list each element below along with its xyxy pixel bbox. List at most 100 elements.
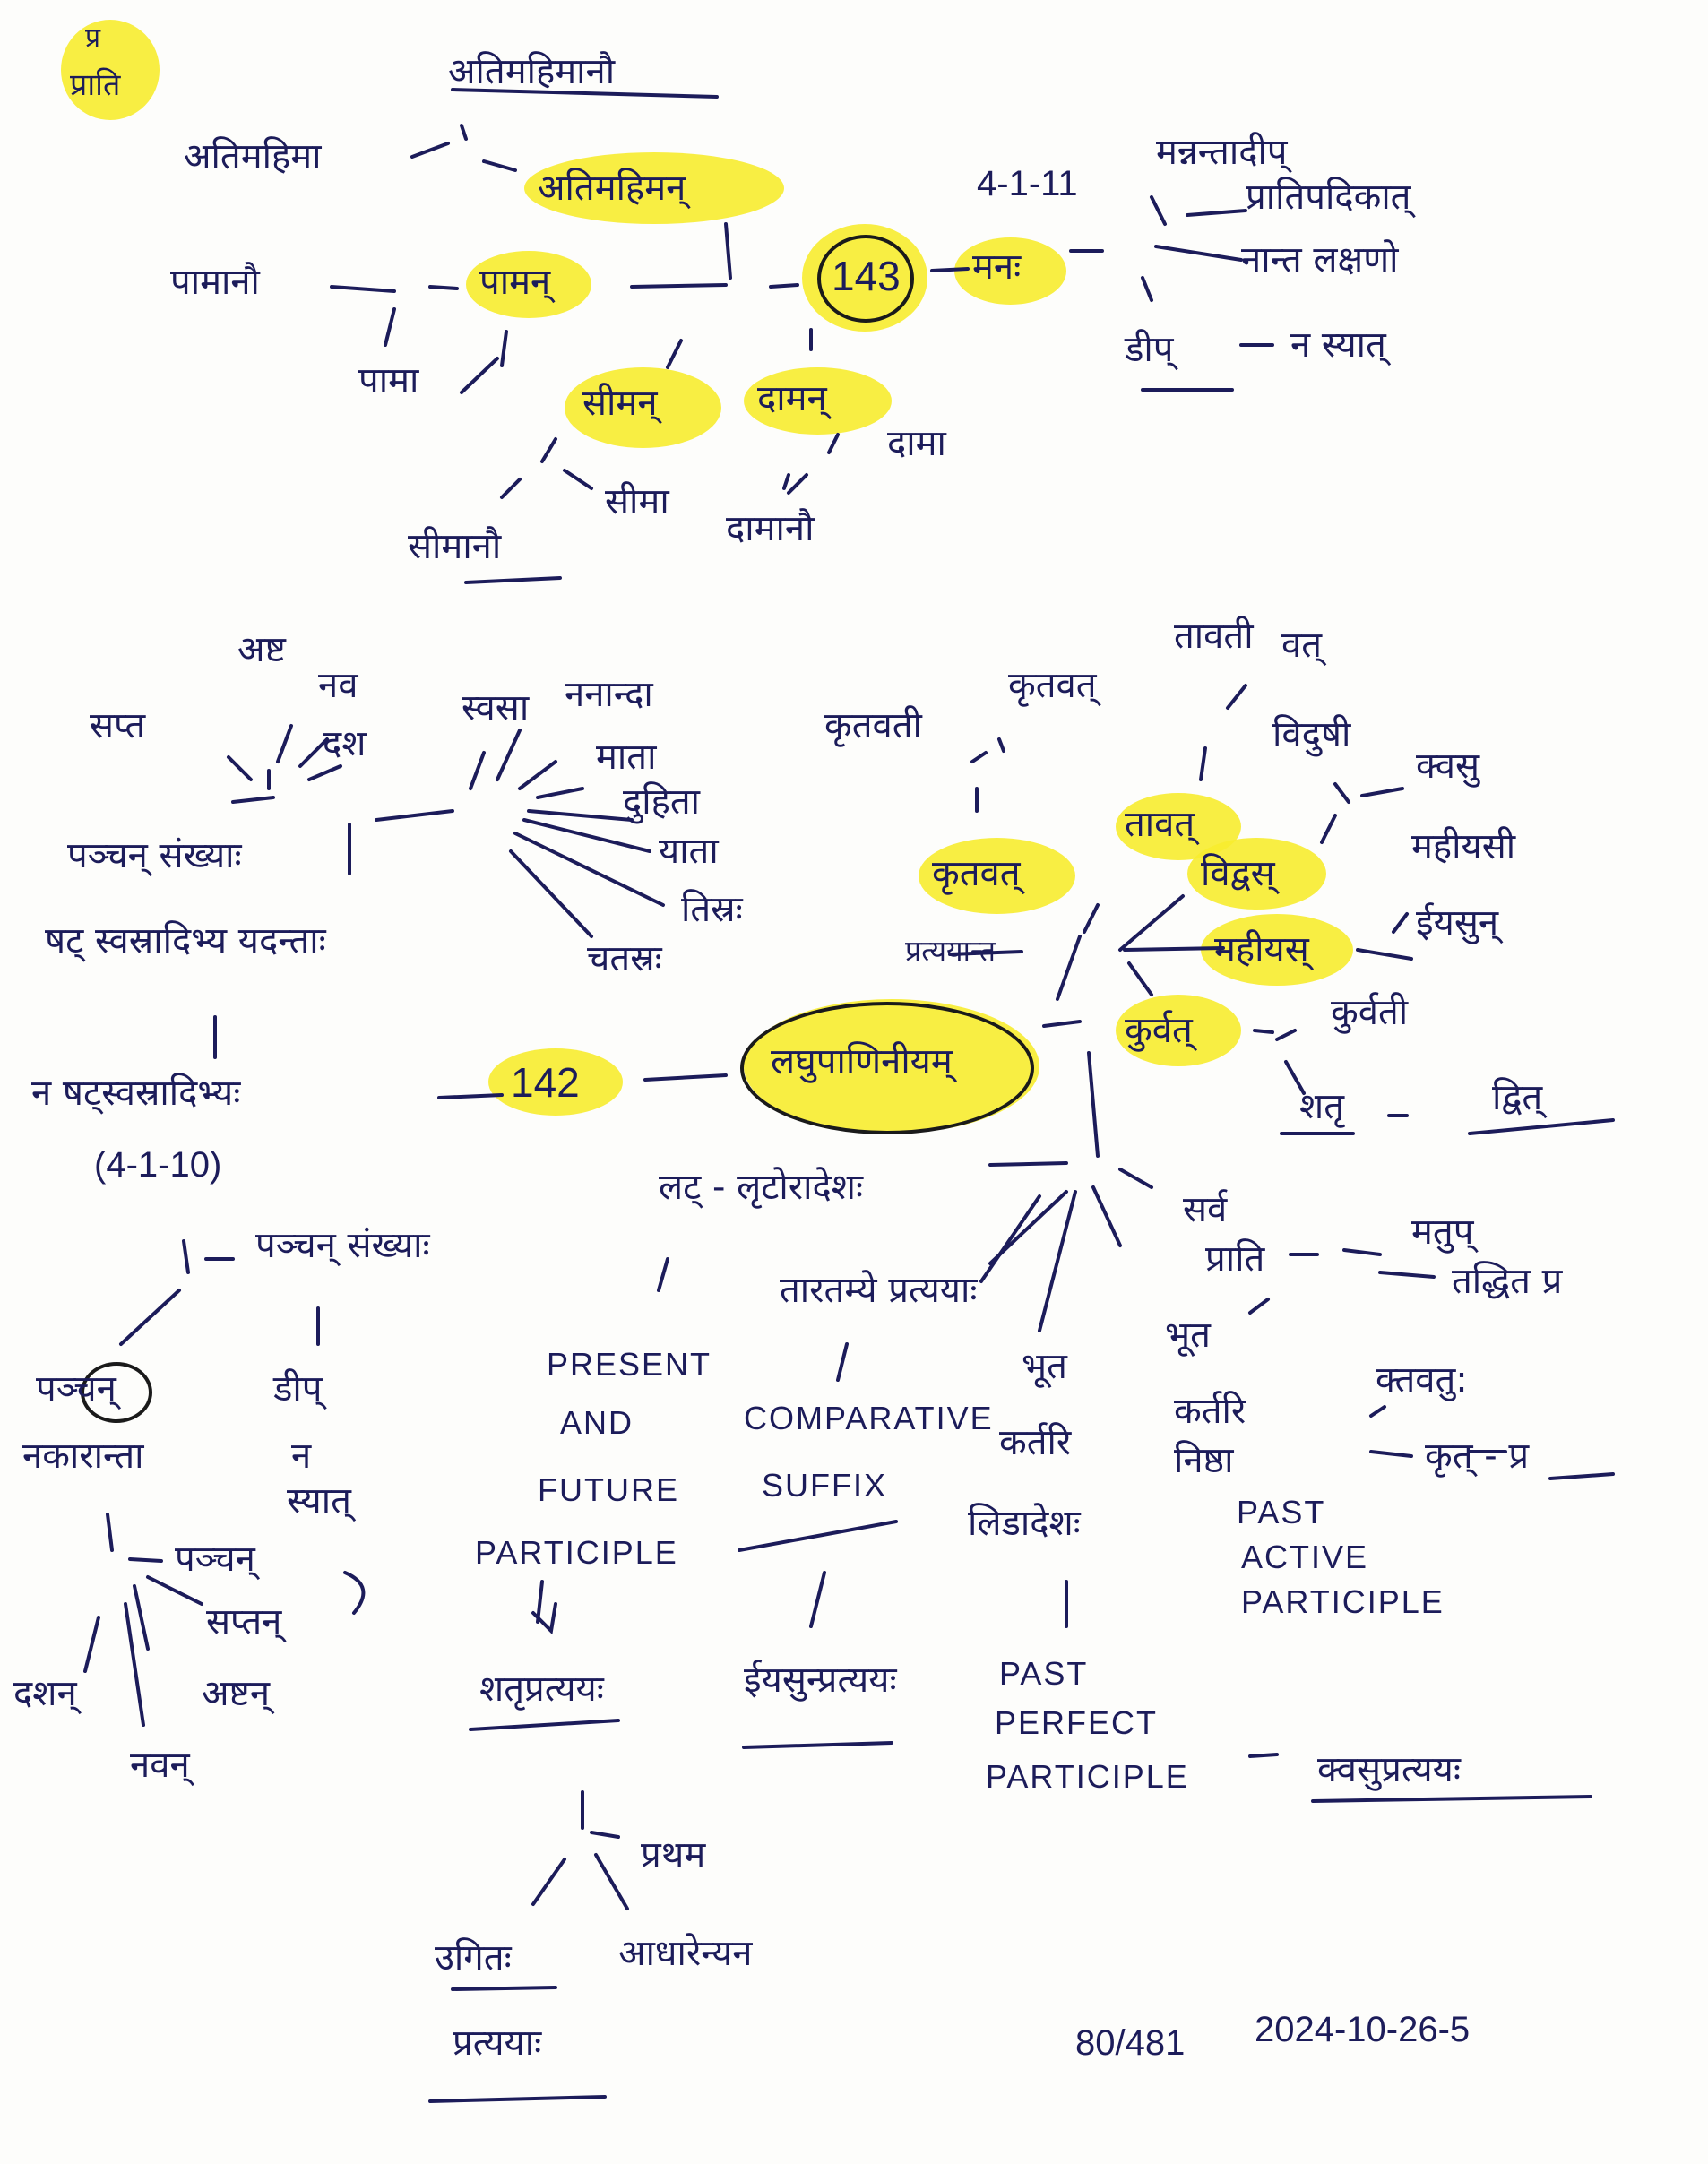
label-dama: दामा xyxy=(887,423,946,464)
label-krt-pra: कृत् - प्र xyxy=(1425,1435,1530,1477)
highlight-paman xyxy=(466,251,591,318)
label-143: 143 xyxy=(832,253,901,299)
label-nava: नव xyxy=(318,665,358,706)
label-participle-1: PARTICIPLE xyxy=(475,1534,678,1571)
label-bhuta-1: भूत xyxy=(1022,1346,1067,1387)
label-mahiyasi: महीयसी xyxy=(1411,826,1516,867)
label-krtavat-top: कृतवत् xyxy=(1008,665,1097,706)
label-na-syat-top: न स्यात् xyxy=(1290,324,1386,366)
label-pancha: पञ्चन् xyxy=(36,1368,116,1410)
label-duhita: दुहिता xyxy=(623,781,700,823)
label-participle-2: PARTICIPLE xyxy=(1241,1583,1445,1620)
highlight-mahiyas xyxy=(1201,914,1353,986)
label-pama: पामा xyxy=(358,360,419,401)
label-pancha-sankhyah: पञ्चन् संख्याः xyxy=(255,1225,430,1266)
circle-143 xyxy=(817,235,914,323)
label-page-count: 80/481 xyxy=(1075,2023,1186,2063)
label-kartari-1: कर्तरि xyxy=(999,1422,1072,1463)
label-ashtan: अष्टन् xyxy=(202,1673,271,1714)
label-tisrah: तिस्रः xyxy=(681,889,743,930)
label-yata: याता xyxy=(659,831,719,872)
label-dashan: दशन् xyxy=(13,1673,77,1714)
label-panchan: पञ्चन् xyxy=(175,1539,255,1580)
label-mata: माता xyxy=(596,737,657,778)
label-iyasun: ईयसुन् xyxy=(1416,902,1499,944)
label-vat: वत् xyxy=(1281,625,1323,666)
label-rule-4-1-11: 4-1-11 xyxy=(977,164,1078,203)
label-navan: नवन् xyxy=(130,1745,190,1786)
label-dasha: दश xyxy=(323,723,367,764)
label-sat-svasradibhya: षट् स्वस्रादिभ्य यदन्ताः xyxy=(45,920,326,961)
label-kurvat: कुर्वत् xyxy=(1125,1010,1193,1051)
label-rule-4-1-10: (4-1-10) xyxy=(94,1145,222,1185)
label-krtavati: कृतवती xyxy=(824,705,922,746)
circle-pancha xyxy=(81,1362,152,1423)
label-prathama: प्रथम xyxy=(641,1834,706,1875)
highlight-atimahiman xyxy=(524,152,784,224)
highlight-krtavat xyxy=(919,838,1075,914)
highlight-vidvas xyxy=(1187,838,1326,910)
label-nakaranta: नकारान्ता xyxy=(22,1435,144,1477)
label-atimahiman: अतिमहिमन् xyxy=(538,168,686,209)
label-sarva: सर्व xyxy=(1183,1189,1228,1230)
label-kvasu: क्वसु xyxy=(1416,746,1480,787)
label-mahiyas: महीयस् xyxy=(1214,929,1309,970)
label-laghupaniniyam: लघुपाणिनीयम् xyxy=(771,1041,953,1082)
label-142: 142 xyxy=(511,1059,580,1106)
label-tavati: तावती xyxy=(1174,616,1254,657)
label-vidvas: विद्वस् xyxy=(1201,853,1275,894)
label-nanta-lakshana: नान्त लक्षणो xyxy=(1241,239,1399,280)
label-manah: मनः xyxy=(972,246,1022,288)
label-past-1: PAST xyxy=(1237,1494,1326,1530)
highlight-kurvat xyxy=(1116,995,1241,1066)
label-active: ACTIVE xyxy=(1241,1539,1369,1575)
label-simanau: सीमानौ xyxy=(408,526,502,567)
label-bhuta-2: भूत xyxy=(1165,1315,1211,1356)
label-future: FUTURE xyxy=(538,1471,679,1508)
label-dip-bottom: डीप् xyxy=(273,1368,323,1410)
label-past-2: PAST xyxy=(999,1655,1089,1692)
label-na-shat: न षट्स्वस्रादिभ्यः xyxy=(31,1073,241,1114)
corner-note-line2: प्राति xyxy=(70,67,121,103)
label-nishtha: निष्ठा xyxy=(1174,1440,1234,1481)
label-perfect: PERFECT xyxy=(995,1704,1159,1741)
label-nanandra: ननान्दा xyxy=(565,674,653,715)
label-damanau: दामानौ xyxy=(726,508,815,549)
highlight-corner xyxy=(61,20,160,120)
label-pratyayanta: प्रत्ययान्त xyxy=(905,934,996,968)
label-sapta: सप्त xyxy=(90,705,146,746)
label-svasa: स्वसा xyxy=(462,687,530,729)
circle-center xyxy=(740,1002,1034,1134)
label-sima: सीमा xyxy=(605,481,669,522)
label-tarap: तारतम्ये प्रत्ययाः xyxy=(780,1270,978,1311)
label-comparative: COMPARATIVE xyxy=(744,1400,994,1436)
label-participle-3: PARTICIPLE xyxy=(986,1758,1189,1795)
label-pamanau: पामानौ xyxy=(170,262,260,303)
label-ktavatu: क्तवतु: xyxy=(1376,1359,1468,1401)
label-saptan: सप्तन् xyxy=(206,1601,282,1642)
label-ashta: अष्ट xyxy=(237,629,286,670)
label-atimahima: अतिमहिमा xyxy=(184,136,322,177)
label-adhikarana: आधारेन्यन xyxy=(618,1933,753,1974)
label-pratipadikat: प्रातिपदिकात् xyxy=(1246,177,1411,218)
label-kurvati: कुर्वती xyxy=(1331,992,1409,1033)
label-atimahimanau-top: अतिमहिमानौ xyxy=(448,51,616,92)
label-satr-pratyaya: शतृप्रत्ययः xyxy=(479,1668,604,1710)
label-dvit: द्वित् xyxy=(1492,1077,1543,1118)
label-prati: प्राति xyxy=(1205,1238,1265,1280)
label-vidusi: विदुषी xyxy=(1272,714,1351,755)
label-present: PRESENT xyxy=(547,1346,712,1383)
label-krtavat: कृतवत् xyxy=(932,853,1021,894)
label-syat-bottom: स्यात् xyxy=(287,1480,351,1522)
label-iyasun-pratyaya: ईयसुन्प्रत्ययः xyxy=(744,1660,897,1701)
label-chatasrah: चतस्रः xyxy=(587,938,662,979)
label-tavat: तावत् xyxy=(1125,804,1195,845)
label-paman: पामन् xyxy=(479,262,551,303)
label-dip-top: डीप् xyxy=(1125,329,1174,370)
label-kartari-2: कर्तरि xyxy=(1174,1391,1246,1432)
highlight-siman xyxy=(565,367,721,448)
corner-note-line1: प्र xyxy=(85,22,101,54)
highlight-142 xyxy=(488,1048,623,1116)
